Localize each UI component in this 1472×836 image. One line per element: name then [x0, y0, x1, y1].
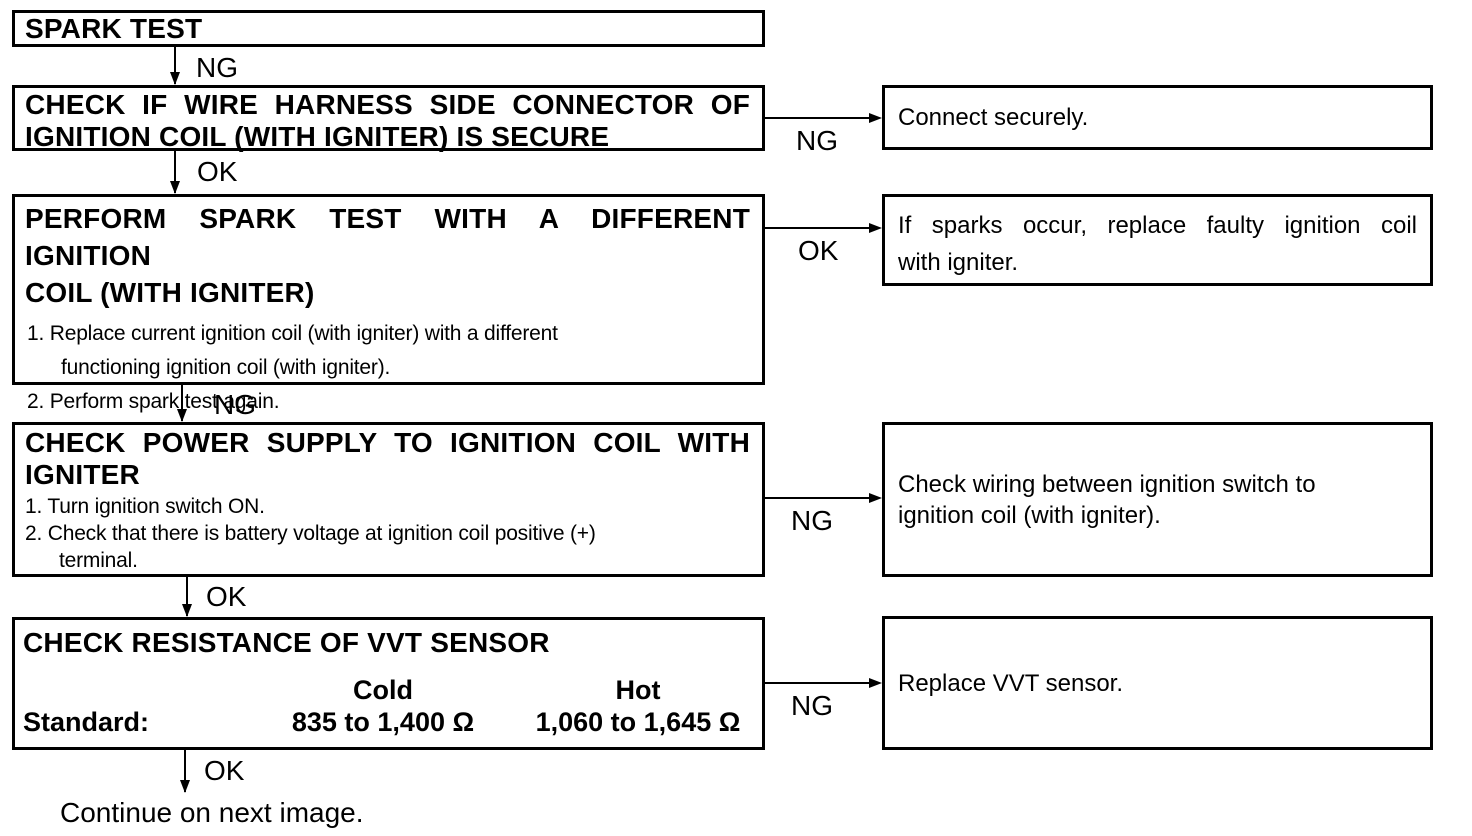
step-box-spark-test-different-coil: PERFORM SPARK TEST WITH A DIFFERENT IGNI…: [12, 194, 765, 413]
edge-label-ok: OK: [798, 235, 839, 266]
continue-note: Continue on next image.: [60, 797, 364, 828]
edge-label-ng: NG: [214, 389, 256, 420]
result-box-replace-faulty-coil: If sparks occur, replace faulty ignition…: [882, 194, 1433, 286]
result-text: Connect securely.: [898, 104, 1089, 131]
spec-col-header-cold: Cold: [353, 675, 413, 705]
edge-label-ng: NG: [791, 505, 833, 536]
right-arrowhead: [869, 678, 882, 688]
result-text: Replace VVT sensor.: [898, 669, 1124, 697]
edge-label-ok: OK: [197, 156, 238, 187]
instruction-line-continued: functioning ignition coil (with igniter)…: [61, 356, 391, 379]
spec-table-value-row: Standard: 835 to 1,400 Ω 1,060 to 1,645 …: [23, 705, 750, 739]
instruction-line: 2. Perform spark test again.: [27, 390, 280, 413]
instruction-line: 1. Turn ignition switch ON.: [25, 495, 265, 518]
down-arrowhead: [182, 604, 192, 617]
edge-label-ng: NG: [791, 690, 833, 721]
result-text-line2: ignition coil (with igniter).: [898, 501, 1161, 529]
step-title-line2: IGNITER: [25, 459, 140, 490]
step-instructions: 1. Replace current ignition coil (with i…: [25, 317, 750, 419]
edge-label-ok: OK: [204, 755, 245, 786]
result-text-line1: If sparks occur, replace faulty ignition…: [898, 212, 1417, 239]
instruction-line-continued: terminal.: [59, 549, 138, 572]
spec-value-cold: 835 to 1,400 Ω: [291, 707, 475, 737]
result-text-line2: with igniter.: [898, 249, 1019, 276]
down-arrowhead: [180, 780, 190, 793]
step-title-line1: PERFORM SPARK TEST WITH A DIFFERENT IGNI…: [25, 203, 750, 271]
step-title-line2: IGNITION COIL (WITH IGNITER) IS SECURE: [25, 121, 610, 152]
edge-label-ng: NG: [796, 125, 838, 156]
instruction-line: 2. Check that there is battery voltage a…: [25, 522, 596, 545]
right-arrowhead: [869, 223, 882, 233]
result-box-connect-securely: Connect securely.: [882, 85, 1433, 150]
down-arrowhead: [177, 409, 187, 422]
step-box-check-harness-connector: CHECK IF WIRE HARNESS SIDE CONNECTOR OF …: [12, 85, 765, 152]
spec-table-header-spacer: [23, 675, 238, 705]
step-title: SPARK TEST: [25, 13, 203, 44]
result-box-replace-vvt-sensor: Replace VVT sensor.: [882, 616, 1433, 750]
step-title-line1: CHECK IF WIRE HARNESS SIDE CONNECTOR OF: [25, 89, 750, 120]
step-box-check-power-supply: CHECK POWER SUPPLY TO IGNITION COIL WITH…: [12, 422, 765, 577]
step-box-spark-test: SPARK TEST: [12, 10, 765, 47]
spec-row-label: Standard:: [23, 707, 150, 737]
instruction-line: 1. Replace current ignition coil (with i…: [27, 322, 558, 345]
step-title-line2: COIL (WITH IGNITER): [25, 277, 315, 308]
resistance-spec-table: Cold Hot Standard: 835 to 1,400 Ω 1,060 …: [23, 675, 750, 739]
right-arrowhead: [869, 113, 882, 123]
right-arrowhead: [869, 493, 882, 503]
result-box-check-wiring: Check wiring between ignition switch to …: [882, 422, 1433, 577]
spec-col-header-hot: Hot: [615, 675, 661, 705]
spec-value-hot: 1,060 to 1,645 Ω: [535, 707, 741, 737]
edge-label-ng: NG: [196, 52, 238, 83]
result-text-line1: Check wiring between ignition switch to: [898, 470, 1316, 498]
step-title-line1: CHECK POWER SUPPLY TO IGNITION COIL WITH: [25, 427, 750, 458]
step-instructions: 1. Turn ignition switch ON. 2. Check tha…: [25, 493, 750, 574]
step-box-check-vvt-resistance: CHECK RESISTANCE OF VVT SENSOR Cold Hot …: [12, 617, 765, 750]
down-arrowhead: [170, 181, 180, 194]
down-arrowhead: [170, 72, 180, 85]
edge-label-ok: OK: [206, 581, 247, 612]
spec-table-header-row: Cold Hot: [23, 675, 750, 705]
step-title: CHECK RESISTANCE OF VVT SENSOR: [23, 627, 550, 658]
